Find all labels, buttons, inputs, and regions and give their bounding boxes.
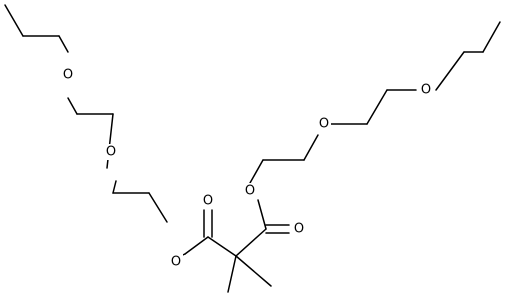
bond xyxy=(249,159,264,184)
atom-label: O xyxy=(106,145,116,160)
oxygen-atom: O xyxy=(61,67,75,83)
atom-label: O xyxy=(319,117,329,132)
atom-label: O xyxy=(294,222,304,237)
bond xyxy=(257,199,267,230)
bond xyxy=(67,97,78,115)
bond xyxy=(235,228,267,257)
bond xyxy=(303,134,319,161)
bond xyxy=(148,192,168,223)
bond xyxy=(184,236,209,255)
atom-label: O xyxy=(421,83,431,98)
atom-label: O xyxy=(245,184,255,199)
bond xyxy=(366,89,388,125)
bonds xyxy=(4,4,501,293)
oxygen-atom: O xyxy=(292,221,306,237)
oxygen-atom: O xyxy=(169,254,183,270)
oxygen-atom: O xyxy=(201,193,215,209)
atom-label: O xyxy=(171,255,181,270)
oxygen-atom: O xyxy=(243,183,257,199)
oxygen-atom: O xyxy=(419,82,433,98)
atom-label: O xyxy=(63,68,73,83)
oxygen-atom: O xyxy=(104,144,118,160)
bond xyxy=(58,35,69,53)
bond xyxy=(207,236,237,257)
atom-labels: O O O O O O O O xyxy=(61,67,433,270)
bond xyxy=(4,4,24,37)
bond xyxy=(235,255,272,287)
bond xyxy=(435,51,465,91)
oxygen-atom: O xyxy=(317,116,331,132)
bond xyxy=(227,255,237,293)
bond xyxy=(482,21,501,53)
bond xyxy=(112,180,117,194)
atom-label: O xyxy=(203,194,213,209)
